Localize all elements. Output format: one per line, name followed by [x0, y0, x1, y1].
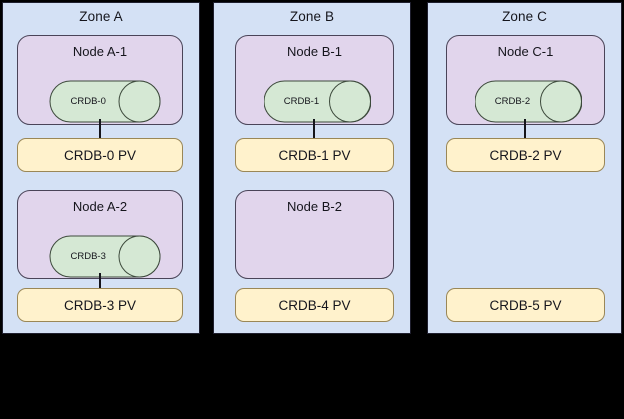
node-c-1: Node C-1 CRDB-2	[446, 35, 605, 125]
pv-crdb-5: CRDB-5 PV	[446, 288, 605, 322]
pod-crdb-1: CRDB-1	[264, 80, 371, 123]
cylinder-shape	[49, 80, 161, 123]
cylinder-shape	[475, 80, 582, 123]
cylinder-shape	[264, 80, 371, 123]
pv-crdb-1-label: CRDB-1 PV	[278, 147, 351, 163]
pv-crdb-4: CRDB-4 PV	[235, 288, 394, 322]
zone-c: Zone C Node C-1 CRDB-2 CRDB-2 PV CRDB-5 …	[427, 2, 622, 334]
pod-crdb-0: CRDB-0	[49, 80, 161, 123]
connector-a-1	[99, 119, 101, 141]
node-a-1: Node A-1 CRDB-0	[17, 35, 183, 125]
pod-crdb-0-label: CRDB-0	[70, 96, 106, 107]
connector-b-1	[313, 119, 315, 141]
pv-crdb-1: CRDB-1 PV	[235, 138, 394, 172]
pod-crdb-3-label: CRDB-3	[70, 251, 106, 262]
pv-crdb-0: CRDB-0 PV	[17, 138, 183, 172]
node-a-2-title: Node A-2	[72, 199, 128, 214]
pv-crdb-4-label: CRDB-4 PV	[278, 297, 351, 313]
node-b-2: Node B-2	[235, 190, 394, 279]
connector-a-2	[99, 273, 101, 291]
pv-crdb-2-label: CRDB-2 PV	[489, 147, 562, 163]
cylinder-shape	[49, 235, 161, 278]
zone-b: Zone B Node B-1 CRDB-1 CRDB-1 PV Node B-…	[213, 2, 411, 334]
zone-c-title: Zone C	[502, 9, 547, 24]
zone-a-title: Zone A	[79, 9, 123, 24]
node-c-1-title: Node C-1	[497, 44, 554, 59]
node-b-2-title: Node B-2	[287, 199, 342, 214]
pv-crdb-3-label: CRDB-3 PV	[63, 297, 136, 313]
zone-b-title: Zone B	[289, 9, 335, 24]
pod-crdb-3: CRDB-3	[49, 235, 161, 278]
pod-crdb-2-label: CRDB-2	[494, 96, 531, 107]
pv-crdb-5-label: CRDB-5 PV	[489, 297, 562, 313]
pv-crdb-2: CRDB-2 PV	[446, 138, 605, 172]
node-a-1-title: Node A-1	[72, 44, 128, 59]
pod-crdb-2: CRDB-2	[475, 80, 582, 123]
node-b-1-title: Node B-1	[287, 44, 342, 59]
node-a-2: Node A-2 CRDB-3	[17, 190, 183, 279]
connector-c-1	[524, 119, 526, 141]
pod-crdb-1-label: CRDB-1	[283, 96, 320, 107]
zone-a: Zone A Node A-1 CRDB-0 CRDB-0 PV Node A-…	[2, 2, 200, 334]
node-b-1: Node B-1 CRDB-1	[235, 35, 394, 125]
pv-crdb-0-label: CRDB-0 PV	[63, 147, 136, 163]
pv-crdb-3: CRDB-3 PV	[17, 288, 183, 322]
